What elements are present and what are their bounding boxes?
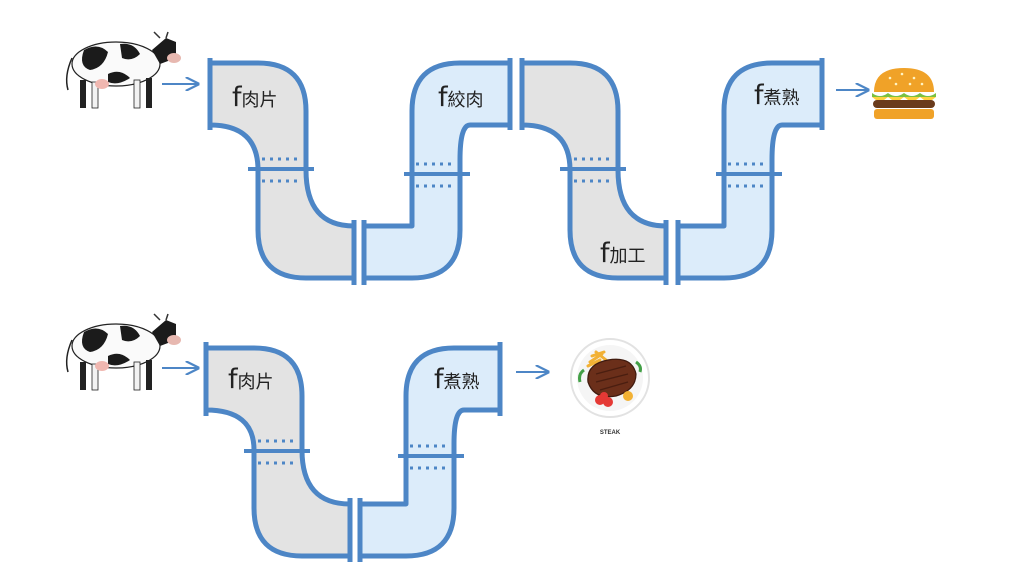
pipe-segment-4: f煮熟 (675, 58, 825, 285)
pipeline-2: f肉片 f煮熟 STEAK (65, 313, 651, 562)
pipe-segment-2: f絞肉 (361, 58, 513, 285)
stage-label-b: f煮熟 (434, 364, 480, 395)
pipe-segment-b: f煮熟 (357, 342, 503, 562)
stage-label-2: f絞肉 (438, 82, 484, 113)
pipeline-1: f肉片 f絞肉 f加工 (65, 31, 936, 285)
hamburger-icon (872, 68, 936, 119)
stage-label-1: f肉片 (232, 82, 278, 113)
pipe-segment-3: f加工 (519, 58, 669, 285)
stage-label-a: f肉片 (228, 364, 274, 395)
pipe-segment-a: f肉片 (203, 342, 353, 562)
stage-label-3: f加工 (600, 238, 646, 269)
steak-caption: STEAK (600, 430, 621, 436)
cow-icon (65, 31, 182, 109)
steak-plate-icon (569, 337, 651, 419)
pipe-segment-1: f肉片 (207, 58, 357, 285)
cow-icon (65, 313, 182, 391)
stage-label-4: f煮熟 (754, 80, 800, 111)
